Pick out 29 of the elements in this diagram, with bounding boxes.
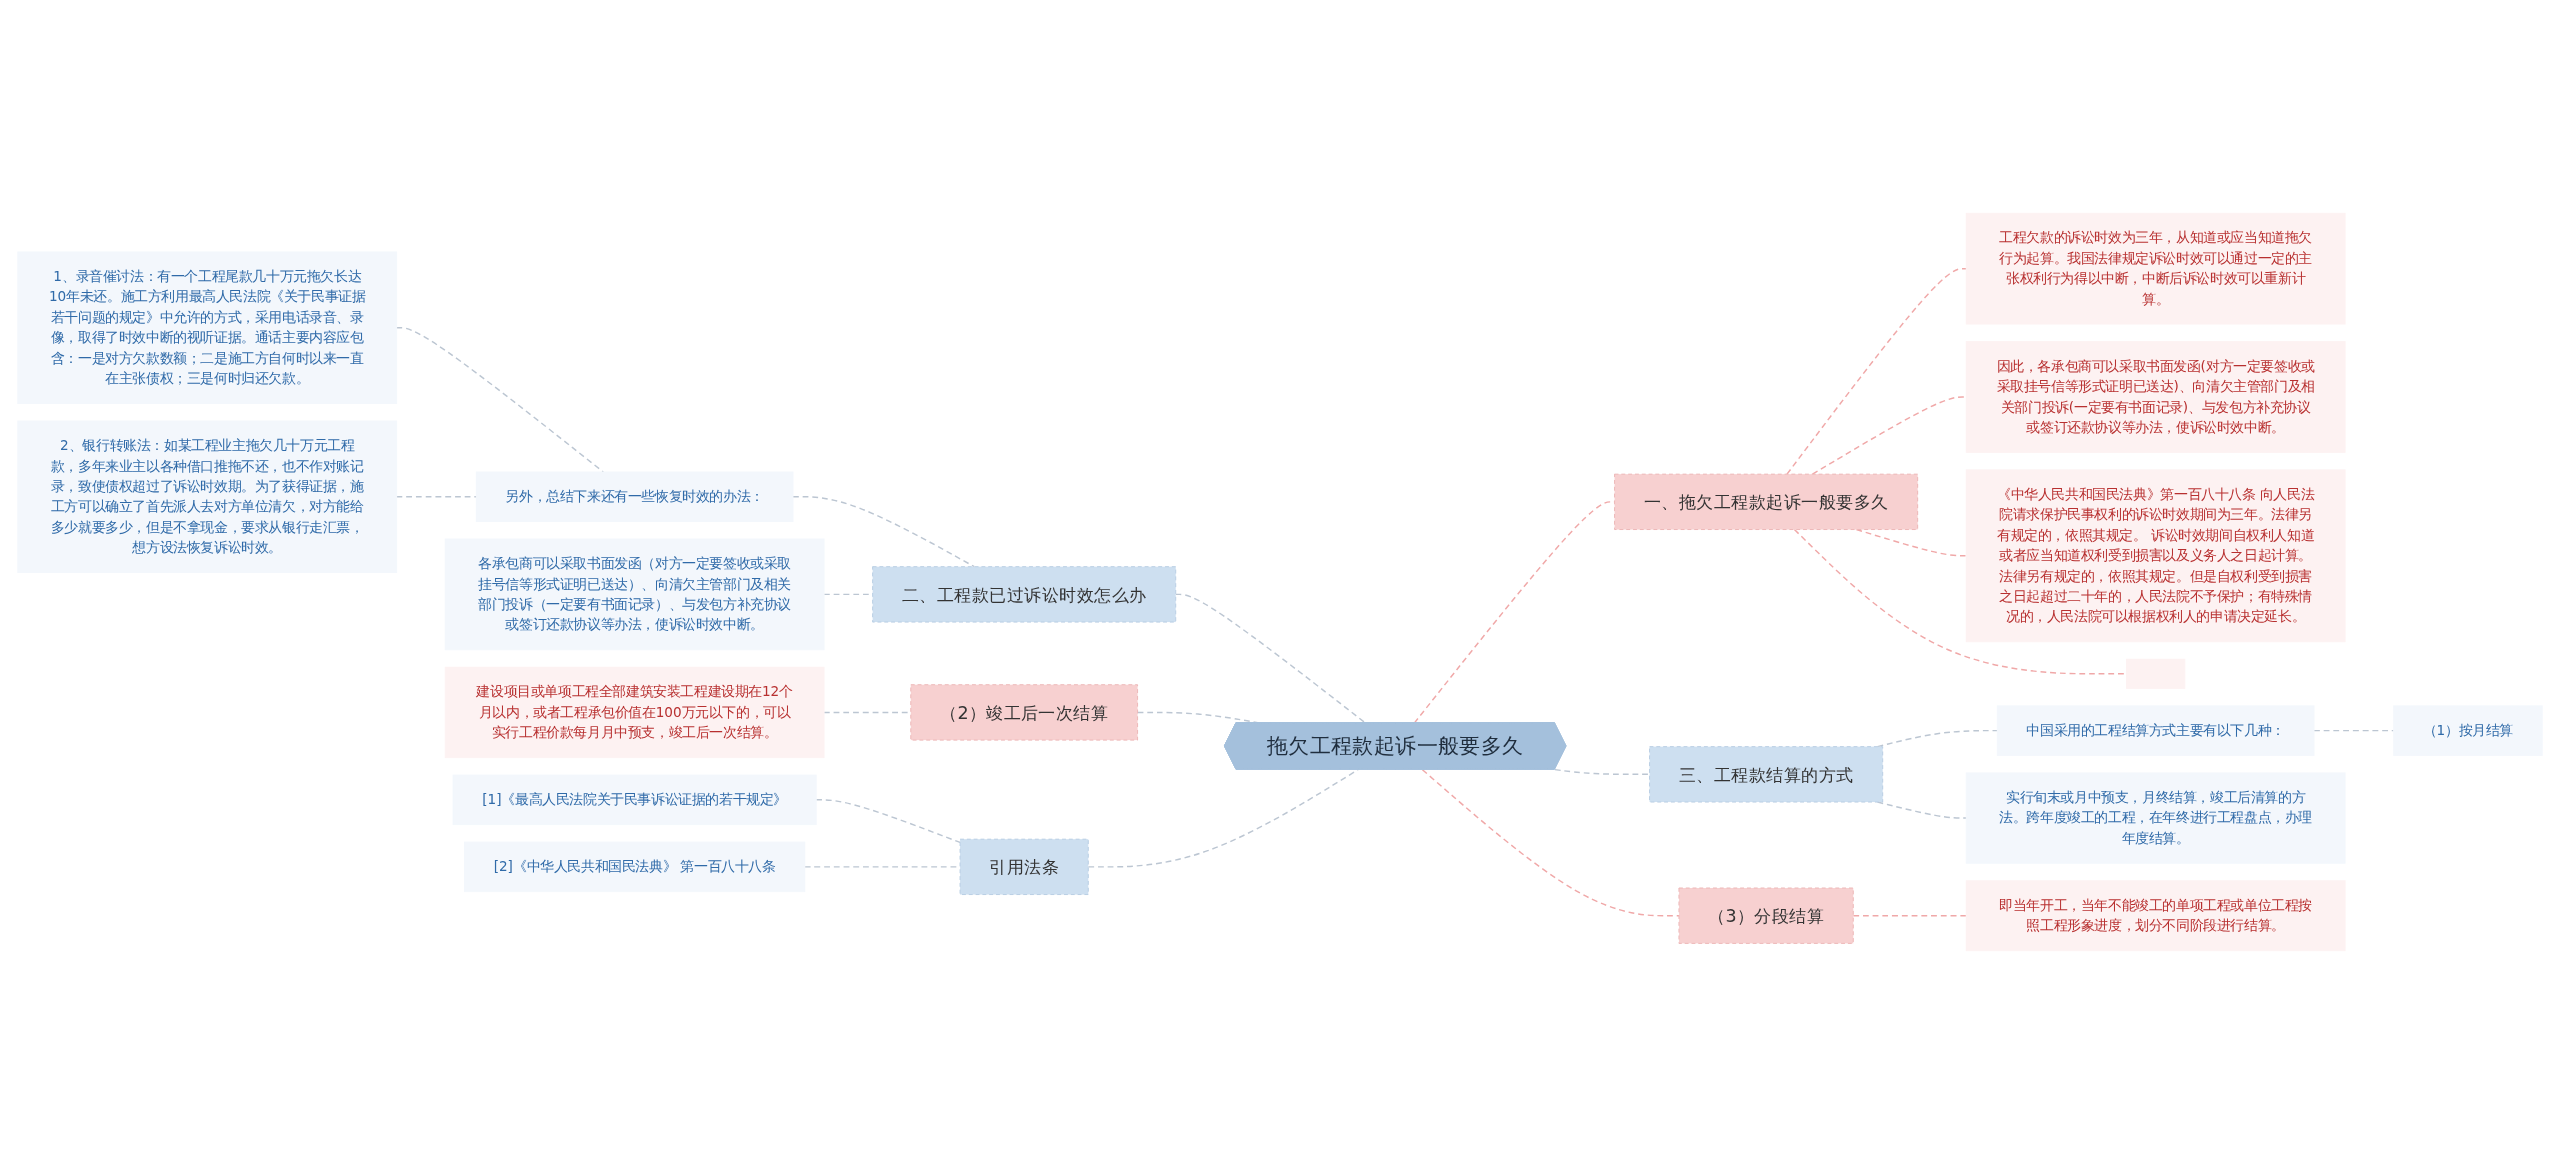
node-box: 中国采用的工程结算方式主要有以下几种：: [1996, 704, 2315, 756]
connector: [1421, 768, 1680, 916]
connector: [2313, 729, 2395, 731]
node-box: （2）竣工后一次结算: [910, 683, 1139, 741]
node-box: 即当年开工，当年不能竣工的单项工程或单位工程按照工程形象进度，划分不同阶段进行结算。: [1965, 879, 2346, 951]
node-box: 各承包商可以采取书面发函（对方一定要签收或采取挂号信等形式证明已送达）、向清欠主管部门及相关部门投诉（一定要有书面记录）、与发包方补充协议或签订还款协议等办法，使诉讼时效中断。: [444, 538, 825, 650]
node-box: 另外，总结下来还有一些恢复时效的办法：: [475, 471, 794, 522]
node-box: 建设项目或单项工程全部建筑安装工程建设期在12个月以内，或者工程承包价值在100万元以下的，可以实行工程价款每月月中预支，竣工后一次结算。: [444, 666, 825, 758]
node-box: 实行旬末或月中预支，月终结算，竣工后清算的方法。跨年度竣工的工程，在年终进行工程盘点，办理年度结算。: [1965, 771, 2346, 864]
node-box: [1]《最高人民法院关于民事诉讼证据的若干规定》: [452, 774, 817, 825]
node-box: 二、工程款已过诉讼时效怎么办: [872, 565, 1177, 623]
connector: [395, 495, 478, 497]
node-box: [2]《中华人民共和国民法典》 第一百八十八条: [464, 841, 806, 892]
node-box: 《中华人民共和国民法典》第一百八十八条 向人民法院请求保护民事权利的诉讼时效期间为三年。法律另有规定的，依照其规定。 诉讼时效期间自权利人知道或者应当知道权利受到损害以及义务人之日起计算。法律另有规定的，依照其规定。但是自权利受到损害之日起超过二十年的，人民法院不予保护；有特殊情况的，人民法院可以根据权利人的申请决定延长。: [1965, 468, 2346, 642]
node-box: 因此，各承包商可以采取书面发函(对方一定要签收或采取挂号信等形式证明已送达)、向清欠主管部门及相关部门投诉(一定要有书面记录)、与发包方补充协议或签订还款协议等办法，使诉讼时效中断。: [1965, 340, 2346, 453]
connector: [1852, 914, 1967, 916]
connector: [1175, 593, 1367, 724]
connector: [815, 798, 961, 843]
node-box: 三、工程款结算的方式: [1649, 745, 1884, 802]
node-box: 引用法条: [959, 838, 1089, 895]
node-box: 工程欠款的诉讼时效为三年，从知道或应当知道拖欠行为起算。我国法律规定诉讼时效可以通过一定的主张权利行为得以中断，中断后诉讼时效可以重新计算。: [1965, 212, 2346, 325]
connector: [1554, 768, 1651, 775]
node-box: 一、拖欠工程款起诉一般要多久: [1614, 473, 1919, 530]
connector: [1786, 267, 1967, 475]
node-box: （3）分段结算: [1678, 887, 1854, 944]
node-box: （1）按月结算: [2393, 704, 2543, 756]
connector: [1876, 800, 1967, 819]
node-box: 2、银行转账法：如某工程业主拖欠几十万元工程款，多年来业主以各种借口推拖不还，也不作对账记录，致使债权超过了诉讼时效期。为了获得证据，施工方可以确立了首先派人去对方单位清欠，对方能给多少就要多少，但是不拿现金，要求从银行走汇票，想方设法恢复诉讼时效。: [17, 420, 398, 573]
node-box: 1、录音催讨法：有一个工程尾款几十万元拖欠长达10年未还。施工方利用最高人民法院《关于民事证据若干问题的规定》中允许的方式，采用电话录音、录像，取得了时效中断的视听证据。通话主要内容应包含：一是对方欠款数额；二是施工方自何时以来一直在主张债权；三是何时归还欠款。: [17, 250, 398, 404]
